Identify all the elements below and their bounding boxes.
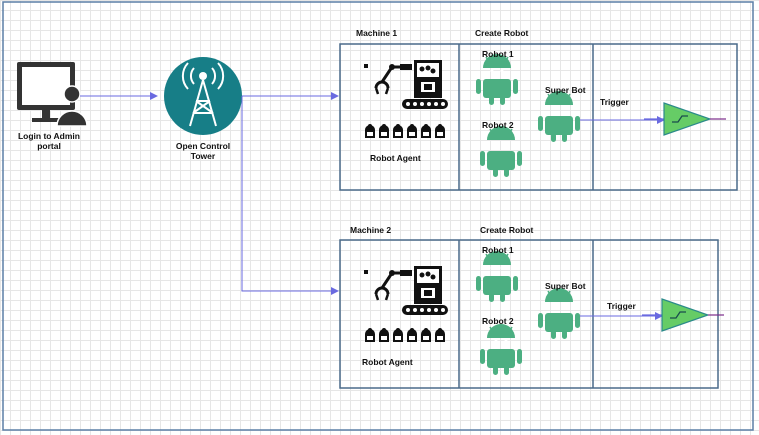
machine-1-create-label: Create Robot — [475, 28, 529, 38]
tower-icon — [164, 57, 242, 135]
machine-2-robot1-label: Robot 1 — [482, 245, 514, 255]
machine-1-superbot-label: Super Bot — [545, 85, 586, 95]
outer-frame — [2, 1, 754, 431]
machine-2-title: Machine 2 — [350, 225, 392, 235]
android-icon — [537, 90, 581, 143]
machine-2-superbot-label: Super Bot — [545, 281, 586, 291]
machine-2-agent-label: Robot Agent — [362, 357, 413, 367]
machine-1-robot2-label: Robot 2 — [482, 120, 514, 130]
robot-pods — [365, 328, 445, 342]
arrow-tower-to-machine2 — [241, 96, 339, 295]
android-icon — [479, 323, 523, 376]
monitor-user-icon — [17, 62, 88, 127]
android-icon — [475, 250, 519, 303]
android-icon — [475, 53, 519, 106]
user-label: Login to Admin portal — [17, 131, 80, 151]
machine-1-agent-label: Robot Agent — [370, 153, 421, 163]
trigger-icon — [641, 298, 725, 332]
machine-1-panel — [339, 43, 738, 191]
machine-2-trigger-label: Trigger — [607, 301, 636, 311]
machine-1-trigger-label: Trigger — [600, 97, 629, 107]
robot-pods — [365, 124, 445, 138]
robot-arm-icon — [362, 264, 450, 317]
android-icon — [537, 287, 581, 340]
android-icon — [479, 125, 523, 178]
machine-2-robot2-label: Robot 2 — [482, 316, 514, 326]
machine-2-panel — [339, 239, 725, 389]
machine-1-title: Machine 1 — [356, 28, 398, 38]
trigger-icon — [643, 102, 727, 136]
machine-2-create-label: Create Robot — [480, 225, 534, 235]
tower-label: Open Control Tower — [175, 141, 231, 161]
robot-arm-icon — [362, 58, 450, 111]
machine-1-robot1-label: Robot 1 — [482, 49, 514, 59]
